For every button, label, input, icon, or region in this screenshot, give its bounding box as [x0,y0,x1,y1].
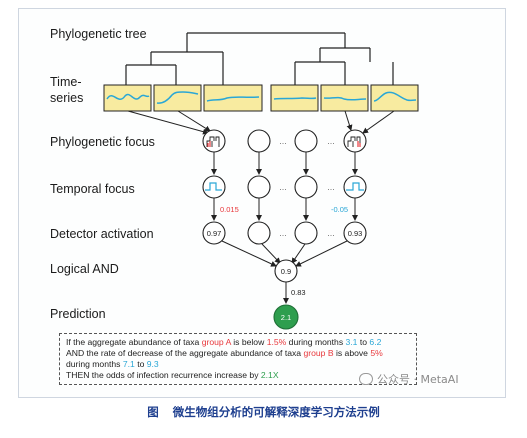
ellipsis-focus-2: … [327,137,335,146]
detector-node-1 [202,221,226,245]
detector-node-2 [247,221,271,245]
prediction-value: 2.1 [281,313,291,322]
ellipsis-detector-2: … [327,229,335,238]
detector-value-left: 0.97 [207,229,222,238]
ellipsis-detector-1: … [279,229,287,238]
ellipsis-temporal-1: … [279,183,287,192]
focus-node-2 [247,129,271,153]
watermark: 公众号 · MetaAI [359,370,499,388]
caption-text: 微生物组分析的可解释深度学习方法示例 [172,405,380,419]
weight-left: 0.015 [220,205,239,214]
caption-figure-label: 图 [147,405,159,419]
label-temporal: Temporal focus [50,182,135,196]
temporal-node-2 [247,175,271,199]
and-weight: 0.83 [291,288,306,297]
rule-text-box: If the aggregate abundance of taxa group… [59,333,417,385]
prediction-node [273,304,299,330]
figure-caption: 图微生物组分析的可解释深度学习方法示例 [0,404,527,420]
label-timeseries-2: series [50,91,83,105]
series-box-1 [103,84,152,112]
temporal-node-4 [343,175,367,199]
label-focus: Phylogenetic focus [50,135,155,149]
rule-line-2: AND the rate of decrease of the aggregat… [66,348,383,358]
wechat-icon [359,373,373,385]
rule-line-3: during months 7.1 to 9.3 [66,359,159,369]
watermark-text: 公众号 · MetaAI [377,373,459,386]
rule-line-4: THEN the odds of infection recurrence in… [66,370,279,380]
timeseries-boxes [103,84,419,112]
temporal-node-1 [202,175,226,199]
focus-nodes: … … [202,129,367,153]
label-timeseries-1: Time- [50,75,81,89]
series-box-6 [370,84,419,112]
ellipsis-focus-1: … [279,137,287,146]
label-logical-and: Logical AND [50,262,119,276]
focus-node-3 [294,129,318,153]
temporal-node-3 [294,175,318,199]
label-prediction: Prediction [50,307,106,321]
detector-node-3 [294,221,318,245]
label-detector: Detector activation [50,227,154,241]
series-box-2 [153,84,202,112]
temporal-nodes: … … [202,175,367,199]
weight-right: -0.05 [331,205,348,214]
phylogenetic-tree [125,32,394,87]
detector-value-right: 0.93 [348,229,363,238]
label-tree: Phylogenetic tree [50,27,147,41]
ellipsis-temporal-2: … [327,183,335,192]
rule-line-1: If the aggregate abundance of taxa group… [66,337,382,347]
detector-nodes: 0.97 0.93 … … [202,221,367,245]
detector-node-4 [343,221,367,245]
logical-and-value: 0.9 [281,267,291,276]
